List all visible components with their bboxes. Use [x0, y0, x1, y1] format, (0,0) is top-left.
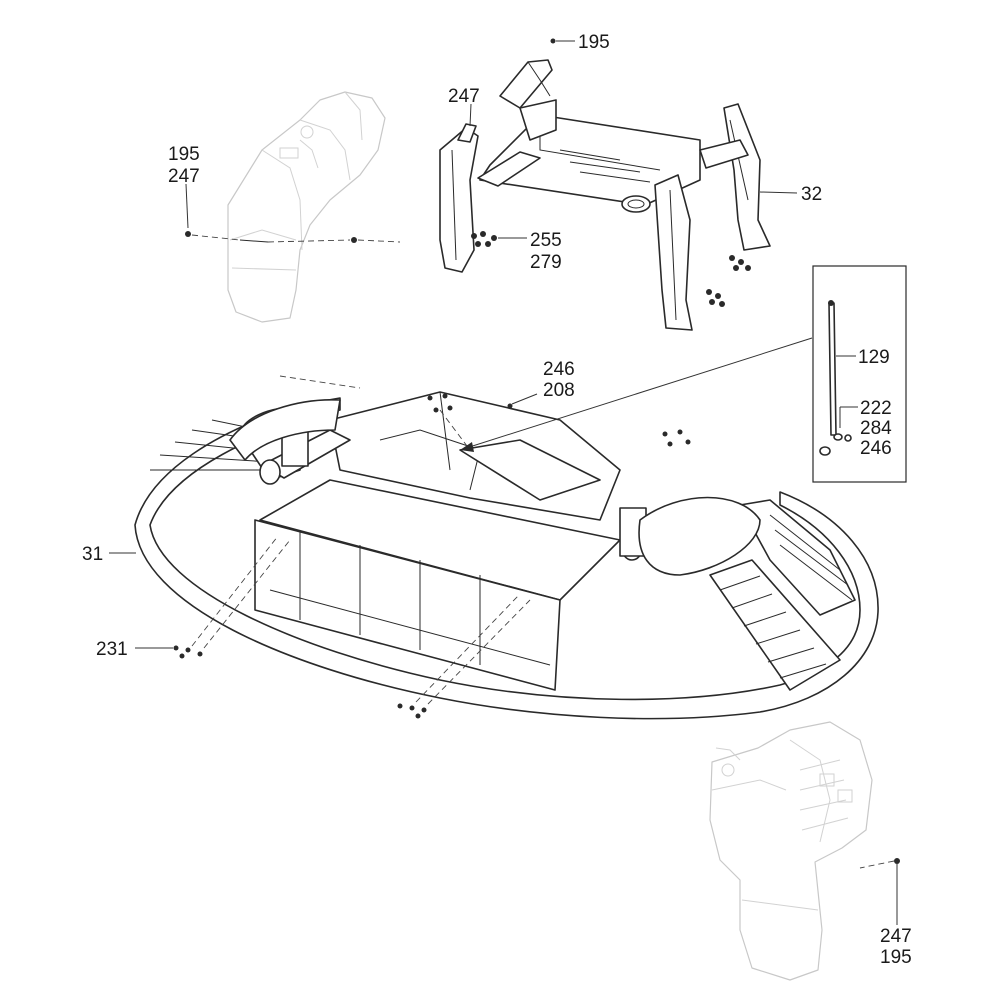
callout-246-mid: 246	[543, 359, 575, 380]
callout-31: 31	[82, 544, 103, 565]
callout-195-top: 195	[578, 32, 610, 53]
callout-279: 279	[530, 252, 562, 273]
callout-247-frame: 247	[448, 86, 480, 107]
callout-246-inset: 246	[860, 438, 892, 459]
left-cover-bolts	[185, 231, 401, 243]
left-side-cover	[227, 91, 386, 323]
callout-231: 231	[96, 639, 128, 660]
callout-labels: 195 247 195 247 32 255 279 246 208 129 2…	[82, 32, 912, 968]
callout-32: 32	[801, 184, 822, 205]
right-cover-bolt	[859, 858, 900, 925]
upper-frame	[439, 59, 771, 331]
main-base-frame	[134, 391, 879, 720]
callout-195-left: 195	[168, 144, 200, 165]
callout-247-bottom: 247	[880, 926, 912, 947]
callout-255: 255	[530, 230, 562, 251]
leader-lines	[109, 40, 858, 649]
upper-frame-nuts	[471, 38, 751, 307]
callout-247-left: 247	[168, 166, 200, 187]
callout-195-bottom: 195	[880, 947, 912, 968]
callout-222: 222	[860, 398, 892, 419]
base-bolts	[173, 375, 691, 719]
callout-129: 129	[858, 347, 890, 368]
callout-284: 284	[860, 418, 892, 439]
callout-208: 208	[543, 380, 575, 401]
strut-inset	[812, 265, 907, 483]
right-side-cover	[709, 721, 873, 981]
